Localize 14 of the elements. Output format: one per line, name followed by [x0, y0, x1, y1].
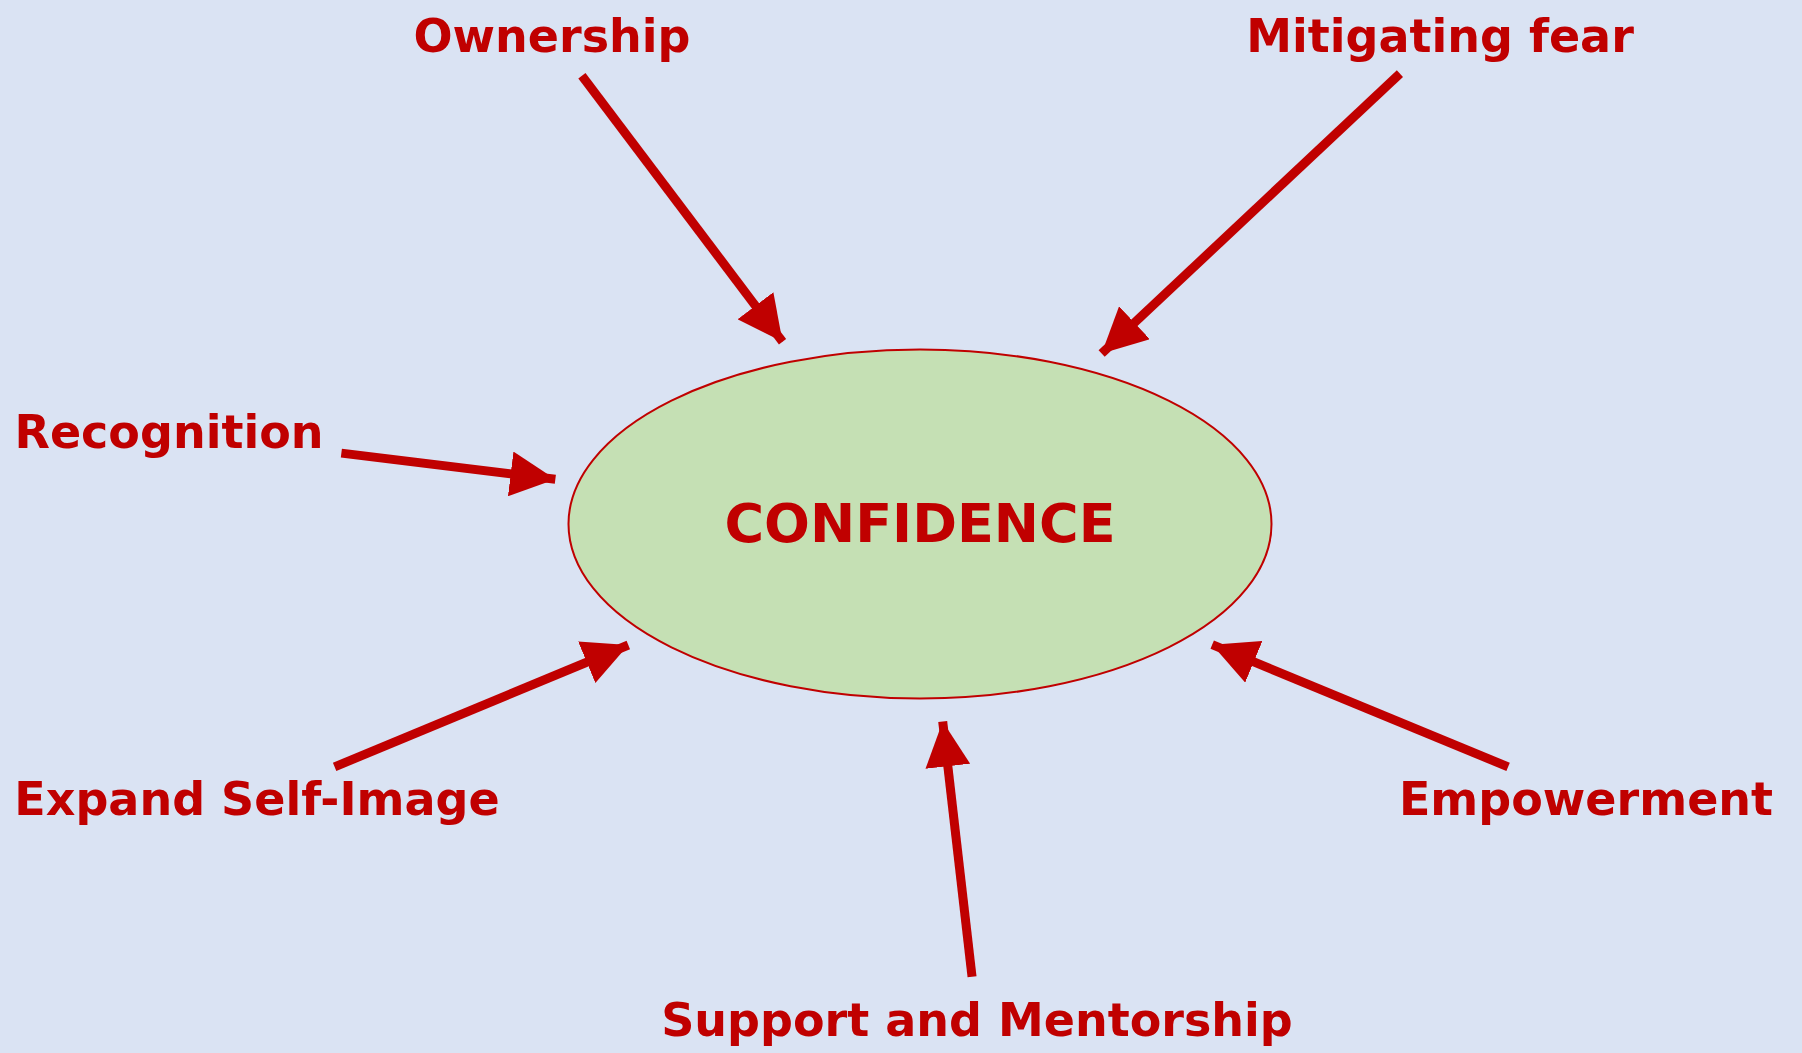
arrow	[925, 721, 977, 978]
factor-label: Support and Mentorship	[661, 994, 1293, 1046]
node-title: CONFIDENCE	[724, 494, 1116, 554]
ellipse-node	[567, 348, 1273, 700]
factor-label: Mitigating fear	[1246, 10, 1634, 62]
arrow	[340, 448, 556, 497]
arrow	[578, 72, 787, 345]
factor-label: Empowerment	[1398, 773, 1774, 825]
arrow	[1098, 70, 1403, 357]
arrow	[1210, 640, 1510, 771]
factor-label: Expand Self-Image	[14, 773, 500, 825]
factor-label: Ownership	[413, 10, 691, 62]
arrow	[332, 640, 631, 771]
factor-label: Recognition	[14, 406, 324, 458]
